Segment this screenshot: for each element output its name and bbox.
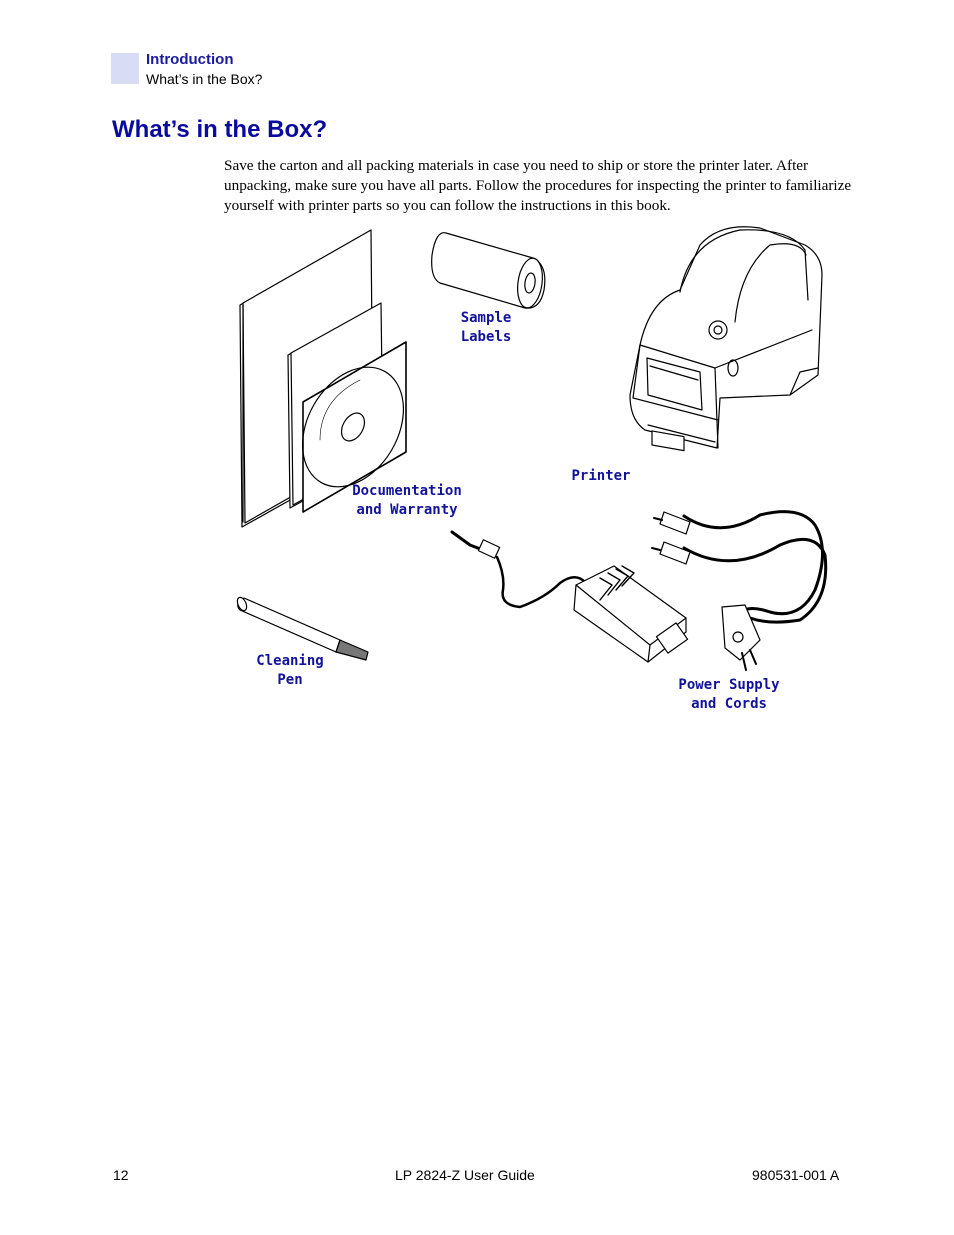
power-supply-illustration xyxy=(452,512,826,670)
caption-printer: Printer xyxy=(565,467,637,486)
footer-document-number: 980531-001 A xyxy=(752,1167,839,1183)
footer-guide-title: LP 2824-Z User Guide xyxy=(395,1167,535,1183)
caption-sample-labels: Sample Labels xyxy=(450,309,522,347)
caption-power-supply: Power Supply and Cords xyxy=(673,676,785,714)
printer-illustration xyxy=(630,227,822,451)
footer-page-number: 12 xyxy=(113,1167,129,1183)
caption-cleaning-pen: Cleaning Pen xyxy=(250,652,330,690)
sample-labels-illustration xyxy=(432,233,546,310)
cleaning-pen-illustration xyxy=(235,596,368,660)
caption-documentation: Documentation and Warranty xyxy=(345,482,469,520)
